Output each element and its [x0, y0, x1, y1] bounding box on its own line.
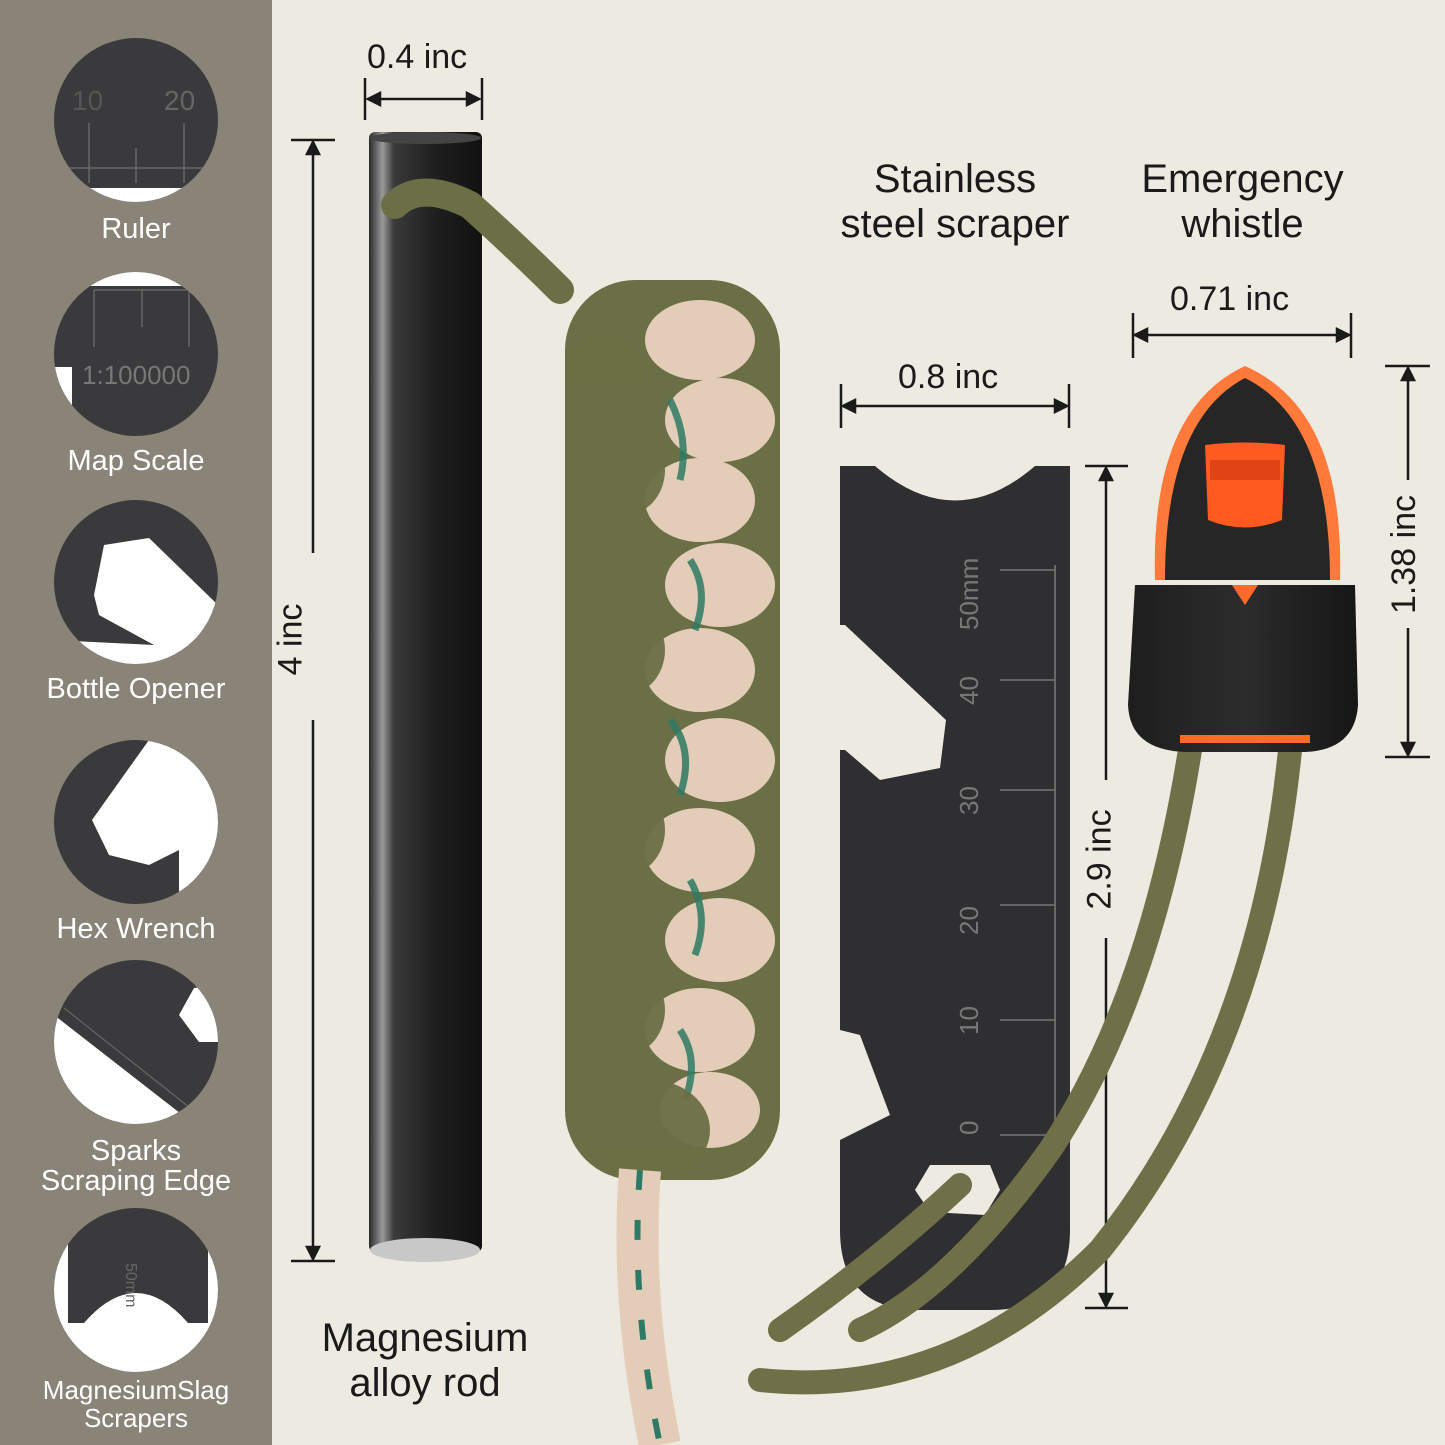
feature-label-line-2: Scraping Edge: [40, 1165, 232, 1197]
feature-label-bottle-opener: Bottle Opener: [46, 673, 226, 705]
rod-length-dimension-line: [291, 138, 335, 1263]
scraper-title-line-2: steel scraper: [840, 202, 1070, 246]
map-scale-engraving: 1:100000: [82, 360, 190, 390]
whistle-width-dimension-line: [1131, 313, 1353, 358]
scraper-title: Stainless steel scraper: [815, 157, 1095, 247]
rod-width-dimension-line: [363, 78, 484, 120]
feature-label-line-2: Scrapers: [83, 1403, 189, 1433]
rod-width-label: 0.4 inc: [367, 38, 468, 76]
ruler-label-10: 10: [954, 1006, 984, 1035]
feature-label-sparks-scraping-edge: Sparks Scraping Edge: [0, 1136, 272, 1196]
feature-label-line-1: MagnesiumSlag: [42, 1375, 230, 1405]
slag-scraper-closeup-icon: 50mm: [54, 1208, 218, 1372]
scraping-edge-closeup-icon: [54, 960, 218, 1124]
rod-title-line-1: Magnesium: [321, 1316, 529, 1360]
whistle-length-dimension-line: [1385, 364, 1430, 759]
whistle-title: Emergency whistle: [1120, 157, 1365, 247]
ruler-label-20: 20: [954, 906, 984, 935]
whistle-length-label: 1.38 inc: [1385, 494, 1424, 615]
rod-title-line-2: alloy rod: [349, 1361, 501, 1405]
ruler-label-0: 0: [954, 1121, 984, 1135]
emergency-whistle: [1128, 366, 1358, 752]
feature-label-ruler: Ruler: [101, 213, 171, 245]
feature-sidebar: 10 20 Ruler 1:100000 Map Scale: [0, 0, 272, 1445]
ruler-closeup-icon: 10 20: [54, 38, 218, 202]
paracord-braid: [381, 178, 780, 1445]
whistle-lanyard: [748, 738, 1302, 1395]
ruler-label-50mm: 50mm: [954, 558, 984, 630]
whistle-title-line-1: Emergency: [1141, 157, 1344, 201]
scraper-width-dimension-line: [839, 384, 1071, 428]
feature-label-map-scale: Map Scale: [67, 445, 205, 477]
feature-label-line-1: Sparks: [90, 1135, 182, 1167]
scraper-width-label: 0.8 inc: [898, 358, 999, 396]
scraper-length-label: 2.9 inc: [1080, 809, 1119, 910]
map-scale-closeup-icon: 1:100000: [54, 272, 218, 436]
ruler-engraving-20: 20: [164, 85, 195, 116]
scraper-title-line-1: Stainless: [873, 157, 1037, 201]
feature-label-hex-wrench: Hex Wrench: [56, 913, 216, 945]
magnesium-rod: [369, 132, 482, 1262]
bottle-opener-closeup-icon: [54, 500, 218, 664]
ruler-label-40: 40: [954, 676, 984, 705]
hex-wrench-closeup-icon: [54, 740, 218, 904]
whistle-title-line-2: whistle: [1181, 202, 1304, 246]
svg-text:50mm: 50mm: [122, 1263, 139, 1307]
feature-label-magnesium-slag-scrapers: MagnesiumSlag Scrapers: [0, 1376, 272, 1432]
ruler-label-30: 30: [954, 786, 984, 815]
ruler-engraving-10: 10: [72, 85, 103, 116]
whistle-width-label: 0.71 inc: [1170, 280, 1290, 318]
rod-length-label: 4 inc: [271, 603, 310, 676]
rod-title: Magnesium alloy rod: [290, 1316, 560, 1406]
